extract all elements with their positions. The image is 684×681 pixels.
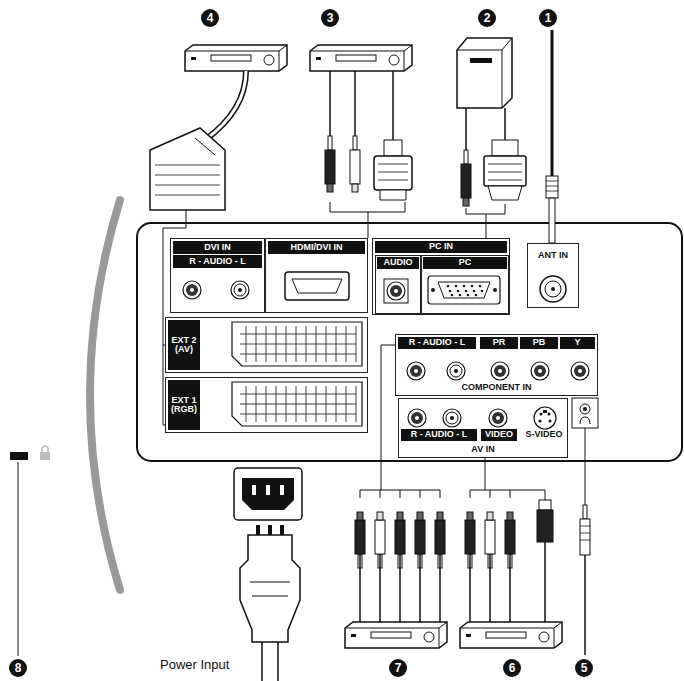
port-header: R - AUDIO - L <box>398 337 476 349</box>
scart-input-panel: EXT 2 (AV) <box>165 317 368 373</box>
port-header: PC IN <box>375 241 507 253</box>
pc-input-section: PC <box>421 255 509 314</box>
dvi-input-panel: DVI INR - AUDIO - L <box>170 238 265 313</box>
port-header: R - AUDIO - L <box>401 429 477 441</box>
port-header: PC <box>423 257 507 269</box>
port-header: R - AUDIO - L <box>173 255 262 268</box>
callout-number: 1 <box>539 9 557 27</box>
callout-number: 8 <box>9 659 27 677</box>
callout-number: 4 <box>201 9 219 27</box>
pc-input-panel: PC IN AUDIO PC <box>372 238 510 315</box>
callout-number: 5 <box>575 659 593 677</box>
port-header: EXT 1 (RGB) <box>168 380 200 430</box>
port-label: AV IN <box>399 444 567 456</box>
port-header: DVI IN <box>173 241 262 254</box>
port-header: HDMI/DVI IN <box>268 241 365 254</box>
scart-input-panel: EXT 1 (RGB) <box>165 377 368 433</box>
port-header: EXT 2 (AV) <box>168 320 200 370</box>
callout-number: 7 <box>389 659 407 677</box>
callout-number: 6 <box>503 659 521 677</box>
callout-number: 2 <box>478 9 496 27</box>
callout-number: 3 <box>321 9 339 27</box>
hdmi-input-panel: HDMI/DVI IN <box>265 238 368 313</box>
port-label: S-VIDEO <box>521 429 567 441</box>
port-header: PB <box>520 337 558 349</box>
connector-caption: Power Input <box>160 656 250 672</box>
antenna-input-panel: ANT IN <box>527 243 579 308</box>
port-label: ANT IN <box>528 250 578 262</box>
av-input-panel: R - AUDIO - L VIDEO S-VIDEO AV IN <box>398 398 568 458</box>
port-header: Y <box>560 337 595 349</box>
port-header: VIDEO <box>481 429 517 441</box>
audio-input-section: AUDIO <box>375 255 421 314</box>
component-input-panel: R - AUDIO - L PRPBY COMPONENT IN <box>395 334 598 396</box>
port-header: AUDIO <box>377 257 419 269</box>
port-header: PR <box>480 337 518 349</box>
port-label: COMPONENT IN <box>396 382 597 394</box>
